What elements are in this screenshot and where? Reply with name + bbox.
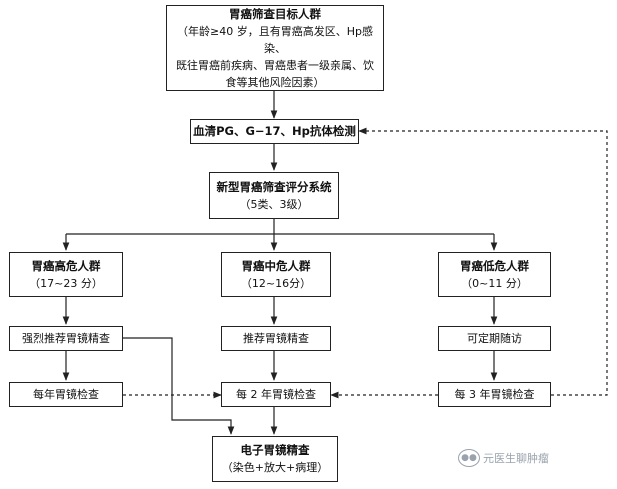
low-risk-title: 胃癌低危人群 [460, 258, 529, 273]
scoring-sub: （5类、3级） [239, 197, 309, 211]
endoscopy-title: 电子胃镜精查 [240, 443, 310, 457]
high-risk-action: 强烈推荐胃镜精查 [22, 332, 110, 345]
arrow-high-to-endoscopy [123, 337, 235, 435]
high-risk-box: 胃癌高危人群 （17~23 分） [9, 252, 123, 297]
target-population-box: 胃癌筛查目标人群 （年龄≥40 岁，且有胃癌高发区、Hp感染、 既往胃癌前疾病、… [166, 5, 384, 91]
low-risk-range: （0~11 分） [461, 276, 528, 290]
endoscopy-sub: （染色+放大+病理） [221, 461, 329, 474]
scoring-system-box: 新型胃癌筛查评分系统 （5类、3级） [209, 172, 339, 219]
mid-risk-action-box: 推荐胃镜精查 [221, 326, 331, 351]
serum-test-box: 血清PG、G−17、Hp抗体检测 [190, 119, 359, 144]
watermark: ●● 元医生聊肿瘤 [458, 449, 549, 467]
low-risk-followup: 每 3 年胃镜检查 [454, 388, 535, 401]
mid-risk-action: 推荐胃镜精查 [243, 332, 309, 345]
low-risk-box: 胃癌低危人群 （0~11 分） [438, 252, 551, 297]
target-desc-line-3: 食等其他风险因素） [225, 75, 325, 89]
target-title: 胃癌筛查目标人群 [229, 6, 321, 21]
low-risk-followup-box: 每 3 年胃镜检查 [438, 382, 551, 407]
scoring-title: 新型胃癌筛查评分系统 [216, 179, 332, 194]
mid-risk-range: （12~16分） [240, 276, 312, 290]
mid-risk-box: 胃癌中危人群 （12~16分） [221, 252, 331, 297]
high-risk-title: 胃癌高危人群 [31, 258, 101, 273]
high-risk-followup-box: 每年胃镜检查 [9, 382, 123, 407]
low-risk-action: 可定期随访 [467, 332, 522, 345]
mid-risk-followup: 每 2 年胃镜检查 [236, 388, 316, 401]
high-risk-action-box: 强烈推荐胃镜精查 [9, 326, 123, 351]
low-risk-action-box: 可定期随访 [438, 326, 551, 351]
high-risk-range: （17~23 分） [29, 276, 103, 290]
high-risk-followup: 每年胃镜检查 [33, 388, 99, 401]
target-desc-line-1: （年龄≥40 岁，且有胃癌高发区、Hp感染、 [177, 24, 373, 55]
serum-test-title: 血清PG、G−17、Hp抗体检测 [193, 124, 356, 138]
target-desc-line-2: 既往胃癌前疾病、胃癌患者一级亲属、饮 [176, 58, 374, 72]
watermark-text: 元医生聊肿瘤 [483, 452, 549, 465]
mid-risk-followup-box: 每 2 年胃镜检查 [221, 382, 331, 407]
dashed-low-followup-to-serum [358, 127, 608, 396]
wechat-icon: ●● [458, 449, 480, 467]
mid-risk-title: 胃癌中危人群 [241, 258, 311, 273]
endoscopy-box: 电子胃镜精查 （染色+放大+病理） [212, 436, 338, 482]
